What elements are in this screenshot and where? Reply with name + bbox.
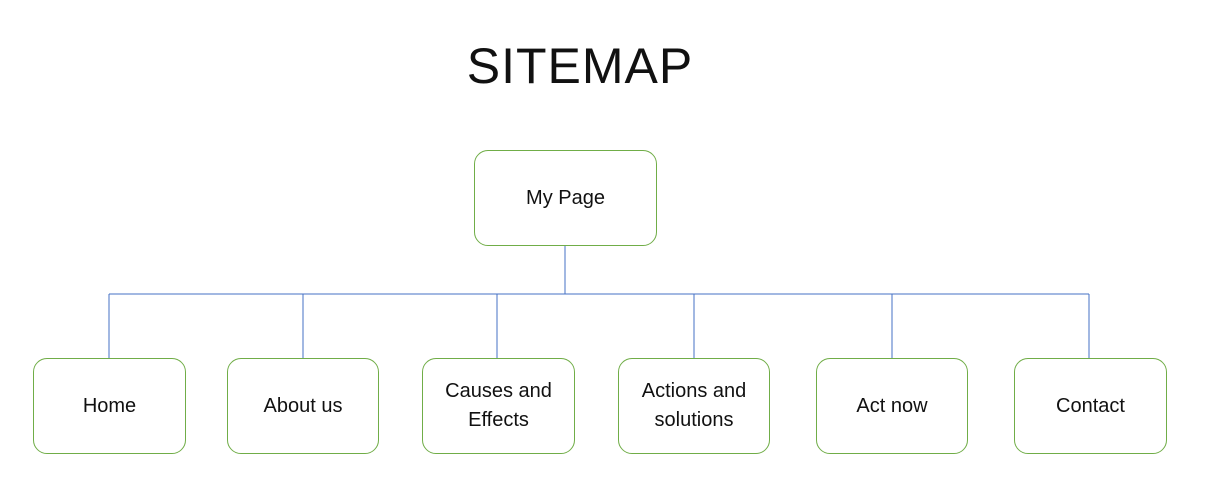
- sitemap-node-about-us[interactable]: About us: [227, 358, 379, 454]
- sitemap-title: SITEMAP: [466, 38, 694, 94]
- node-label: My Page: [526, 186, 605, 209]
- node-label: Causes and Effects: [445, 380, 552, 431]
- sitemap-node-act-now[interactable]: Act now: [816, 358, 968, 454]
- sitemap-node-causes-and-effects[interactable]: Causes and Effects: [422, 358, 575, 454]
- sitemap-node-home[interactable]: Home: [33, 358, 186, 454]
- node-label: About us: [263, 394, 343, 417]
- sitemap-node-my-page[interactable]: My Page: [474, 150, 657, 246]
- node-label: Actions and solutions: [641, 380, 747, 431]
- node-label: Act now: [856, 394, 928, 417]
- sitemap-node-contact[interactable]: Contact: [1014, 358, 1167, 454]
- sitemap-node-actions-and-solutions[interactable]: Actions and solutions: [618, 358, 770, 454]
- node-label: Home: [82, 394, 137, 417]
- node-label: Contact: [1056, 394, 1125, 417]
